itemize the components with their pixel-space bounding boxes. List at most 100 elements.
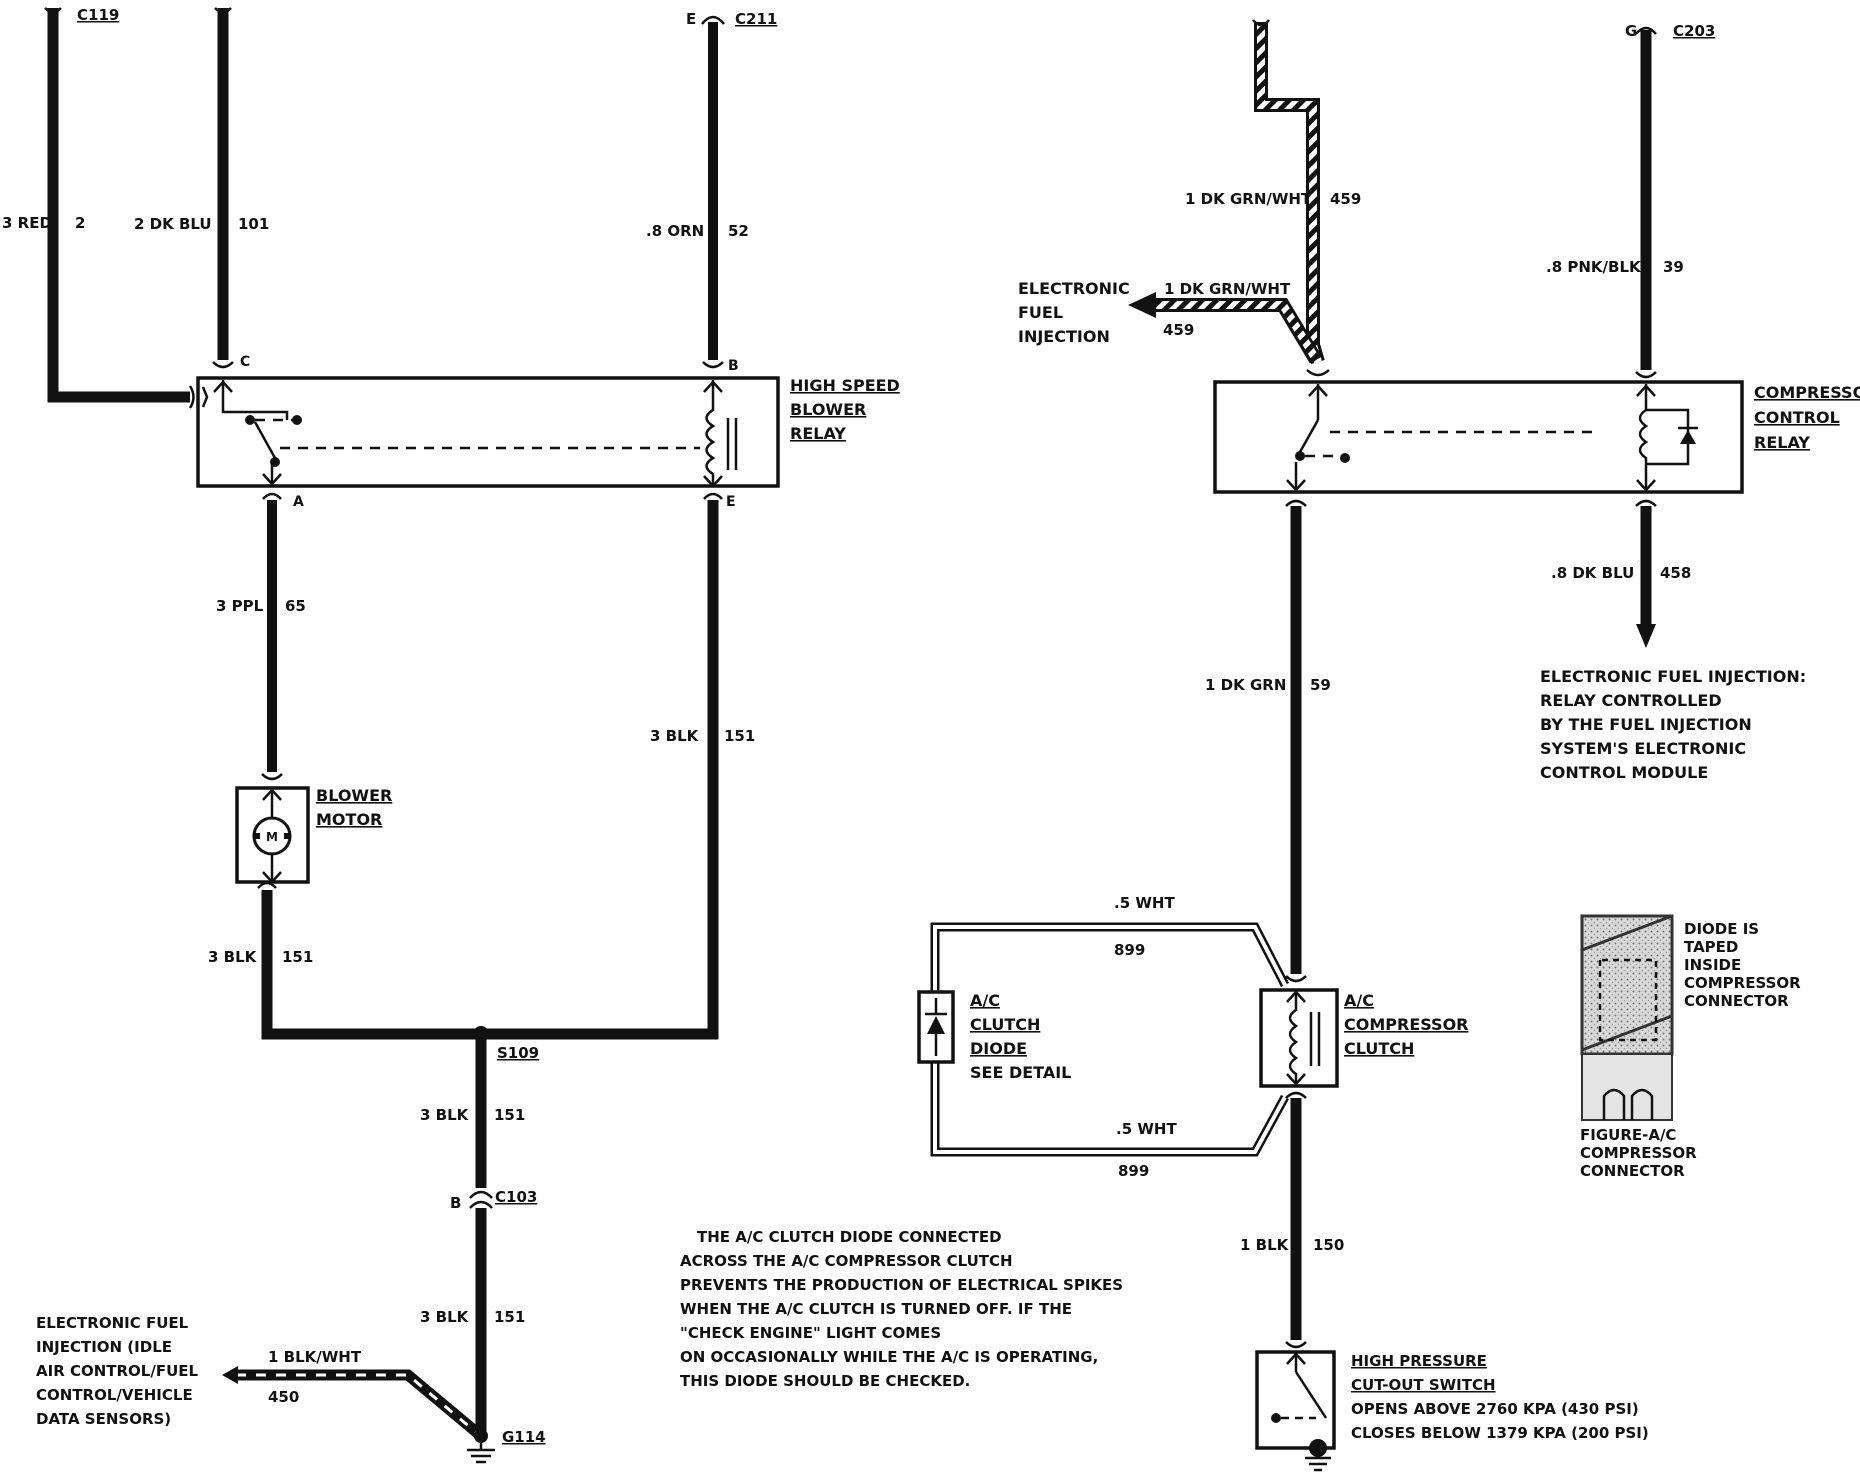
relay-coil-icon — [1638, 384, 1649, 490]
wire-151b-color: 3 BLK — [208, 948, 258, 966]
arrow-icon — [262, 871, 282, 884]
arrow-icon — [703, 380, 723, 393]
wire-899-wht-top — [930, 922, 1289, 992]
pin-cap — [188, 385, 195, 409]
wire-150-color: 1 BLK — [1240, 1236, 1290, 1254]
wire-459b-color: 1 DK GRN/WHT — [1164, 280, 1291, 298]
pin-cap — [703, 492, 723, 500]
ac-clutch-diode-label: A/C CLUTCH DIODE SEE DETAIL — [970, 991, 1071, 1082]
arrow-icon — [222, 1366, 238, 1384]
svg-text:MOTOR: MOTOR — [316, 810, 382, 829]
svg-text:COMPRESSOR: COMPRESSOR — [1754, 383, 1860, 402]
svg-text:AIR CONTROL/FUEL: AIR CONTROL/FUEL — [36, 1362, 199, 1380]
ac-compressor-clutch-box — [1259, 988, 1339, 1088]
svg-text:A/C: A/C — [1344, 991, 1374, 1010]
wire-39-color: .8 PNK/BLK — [1546, 258, 1642, 276]
pin-cap — [1635, 499, 1657, 507]
wire-151c-circuit: 151 — [494, 1106, 525, 1124]
wire-150-circuit: 150 — [1313, 1236, 1344, 1254]
svg-text:CONTROL: CONTROL — [1754, 408, 1840, 427]
wire-899a-color: .5 WHT — [1114, 894, 1175, 912]
wire-450-blk-wht — [232, 1369, 485, 1441]
wire-458-color: .8 DK BLU — [1551, 564, 1634, 582]
pin-cap — [702, 361, 724, 369]
connector-c119-label: C119 — [77, 6, 119, 24]
relay-switch-arm — [253, 421, 277, 459]
arrow-icon — [262, 788, 282, 801]
wire-151d-circuit: 151 — [494, 1308, 525, 1326]
splice-s109-label: S109 — [497, 1044, 539, 1062]
svg-text:BLOWER: BLOWER — [316, 786, 392, 805]
connector-c211-label: C211 — [735, 10, 777, 28]
connector-c203-label: C203 — [1673, 22, 1715, 40]
wire-151a-circuit: 151 — [724, 727, 755, 745]
svg-text:"CHECK ENGINE" LIGHT COMES: "CHECK ENGINE" LIGHT COMES — [680, 1324, 941, 1342]
ground-g114-label: G114 — [502, 1428, 546, 1446]
wire-65-color: 3 PPL — [216, 597, 264, 615]
svg-text:CUT-OUT SWITCH: CUT-OUT SWITCH — [1351, 1376, 1496, 1394]
connector-c103-pin: B — [450, 1194, 461, 1212]
svg-text:SEE DETAIL: SEE DETAIL — [970, 1063, 1071, 1082]
wire-151-blk-relay-ground — [261, 500, 719, 1040]
svg-text:BLOWER: BLOWER — [790, 400, 866, 419]
hsb-pin-c: C — [240, 354, 250, 370]
svg-text:RELAY: RELAY — [1754, 433, 1810, 452]
wire-450-circuit: 450 — [268, 1388, 299, 1406]
arrow-icon — [1286, 1073, 1306, 1086]
svg-text:CONTROL/VEHICLE: CONTROL/VEHICLE — [36, 1386, 193, 1404]
efi-relay-note: ELECTRONIC FUEL INJECTION: RELAY CONTROL… — [1540, 667, 1806, 782]
clutch-coil-icon — [1288, 992, 1299, 1084]
svg-text:ELECTRONIC: ELECTRONIC — [1018, 279, 1130, 298]
wire-899b-circuit: 899 — [1118, 1162, 1149, 1180]
efi-bottom-label: ELECTRONIC FUEL INJECTION (IDLE AIR CONT… — [36, 1314, 199, 1428]
blower-motor-label: BLOWER MOTOR — [316, 786, 392, 829]
arrow-icon — [1128, 292, 1156, 318]
svg-text:INJECTION (IDLE: INJECTION (IDLE — [36, 1338, 172, 1356]
connector-c103-cap — [469, 1190, 493, 1199]
wire-52-circuit: 52 — [728, 222, 749, 240]
svg-text:PREVENTS THE PRODUCTION OF ELE: PREVENTS THE PRODUCTION OF ELECTRICAL SP… — [680, 1276, 1123, 1294]
diode-taped-note: DIODE IS TAPED INSIDE COMPRESSOR CONNECT… — [1684, 920, 1801, 1010]
connector-c103-cap — [469, 1200, 493, 1209]
diode-icon — [927, 1016, 945, 1034]
arrow-icon — [1286, 479, 1306, 492]
figure-caption: FIGURE-A/C COMPRESSOR CONNECTOR — [1580, 1126, 1697, 1180]
wire-59-circuit: 59 — [1310, 676, 1331, 694]
wire-end-cap — [44, 7, 62, 14]
svg-text:THE A/C CLUTCH DIODE CONNECTED: THE A/C CLUTCH DIODE CONNECTED — [697, 1228, 1002, 1246]
pin-cap — [262, 492, 282, 500]
svg-text:THIS DIODE SHOULD BE CHECKED.: THIS DIODE SHOULD BE CHECKED. — [680, 1372, 970, 1390]
wire-151a-color: 3 BLK — [650, 727, 700, 745]
wire-end-cap — [214, 7, 232, 14]
svg-text:HIGH PRESSURE: HIGH PRESSURE — [1351, 1352, 1487, 1370]
arrow-icon — [1286, 1352, 1306, 1365]
high-speed-blower-relay-box — [196, 376, 780, 488]
figure-ac-compressor-connector — [1580, 914, 1674, 1121]
wire-899a-circuit: 899 — [1114, 941, 1145, 959]
wire-151c-color: 3 BLK — [420, 1106, 470, 1124]
svg-text:CLUTCH: CLUTCH — [1344, 1039, 1414, 1058]
diode-icon — [1680, 430, 1696, 444]
high-pressure-cutout-switch-label: HIGH PRESSURE CUT-OUT SWITCH OPENS ABOVE… — [1351, 1352, 1649, 1442]
relay-switch-arm — [1298, 419, 1320, 453]
wire-end-cap — [1252, 19, 1270, 27]
svg-text:FIGURE-A/C: FIGURE-A/C — [1580, 1126, 1676, 1144]
high-speed-blower-relay-label: HIGH SPEED BLOWER RELAY — [790, 376, 900, 443]
compressor-control-relay-box — [1213, 380, 1744, 494]
svg-text:BY THE FUEL INJECTION: BY THE FUEL INJECTION — [1540, 715, 1752, 734]
wire-2-circuit: 2 — [75, 214, 85, 232]
pin-cap — [1285, 499, 1307, 507]
pin-cap — [1285, 1341, 1307, 1349]
diode-note: THE A/C CLUTCH DIODE CONNECTED ACROSS TH… — [680, 1228, 1123, 1390]
svg-text:COMPRESSOR: COMPRESSOR — [1344, 1015, 1469, 1034]
wire-65-circuit: 65 — [285, 597, 306, 615]
wire-459b-circuit: 459 — [1163, 321, 1194, 339]
svg-text:COMPRESSOR: COMPRESSOR — [1684, 974, 1801, 992]
ac-compressor-clutch-label: A/C COMPRESSOR CLUTCH — [1344, 991, 1469, 1058]
connector-c211-pin: E — [686, 10, 696, 28]
svg-text:ELECTRONIC FUEL INJECTION:: ELECTRONIC FUEL INJECTION: — [1540, 667, 1806, 686]
svg-text:INSIDE: INSIDE — [1684, 956, 1741, 974]
ground-icon — [1305, 1448, 1331, 1472]
connector-c203-cap — [1635, 26, 1657, 35]
arrow-icon — [1636, 384, 1656, 397]
